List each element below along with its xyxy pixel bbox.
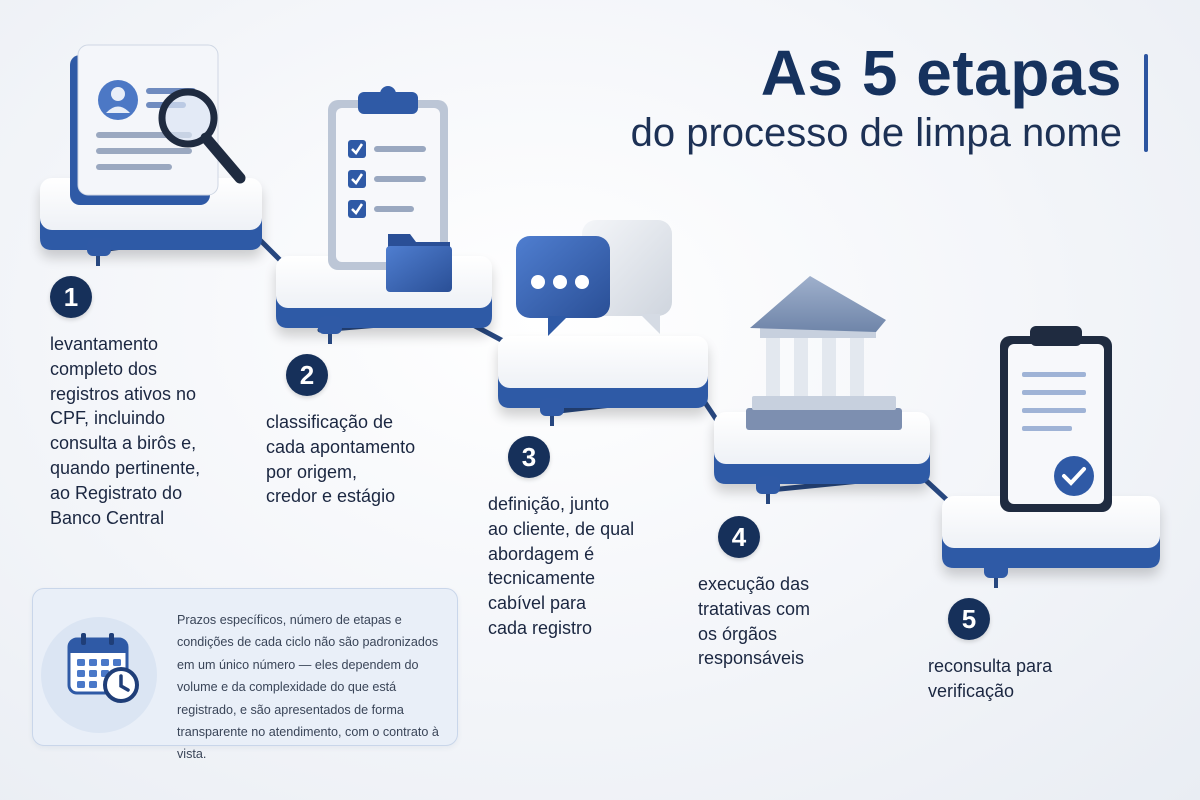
info-note-box: Prazos específicos, número de etapas e c… [32,588,458,761]
document-magnifier-icon [70,44,246,205]
connector-node-5 [984,560,1008,588]
checklist-clipboard-icon [328,86,452,292]
step-description: levantamento completo dos registros ativ… [50,334,201,528]
connector-node-2 [318,316,342,344]
step-description: definição, junto ao cliente, de qual abo… [488,494,635,639]
connector-node-4 [756,476,780,504]
step-number-badge: 3 [508,436,550,478]
bank-building-icon [746,276,902,430]
title-block: As 5 etapas do processo de limpa nome [631,38,1122,156]
step-2: 2 classificação de cada apontamento por … [266,354,466,509]
step-number-badge: 5 [948,598,990,640]
calendar-clock-icon [67,633,139,703]
chat-bubbles-icon [516,220,672,336]
title-accent-bar [1144,54,1148,152]
step-1: 1 levantamento completo dos registros at… [50,276,250,531]
platform-step-3 [498,336,708,408]
step-description: execução das tratativas com os órgãos re… [698,574,811,669]
note-text: Prazos específicos, número de etapas e c… [177,613,439,762]
connector-node-3 [540,398,564,426]
step-5: 5 reconsulta para verificação [928,598,1128,704]
page-subtitle: do processo de limpa nome [630,111,1122,156]
step-number-badge: 1 [50,276,92,318]
page-title: As 5 etapas [760,37,1122,109]
step-number-badge: 4 [718,516,760,558]
step-3: 3 definição, junto ao cliente, de qual a… [488,436,688,641]
connector-node-1 [87,238,111,266]
step-number-badge: 2 [286,354,328,396]
step-4: 4 execução das tratativas com os órgãos … [698,516,898,671]
step-description: reconsulta para verificação [928,656,1053,701]
approved-clipboard-icon [1000,326,1112,512]
step-description: classificação de cada apontamento por or… [266,412,416,507]
